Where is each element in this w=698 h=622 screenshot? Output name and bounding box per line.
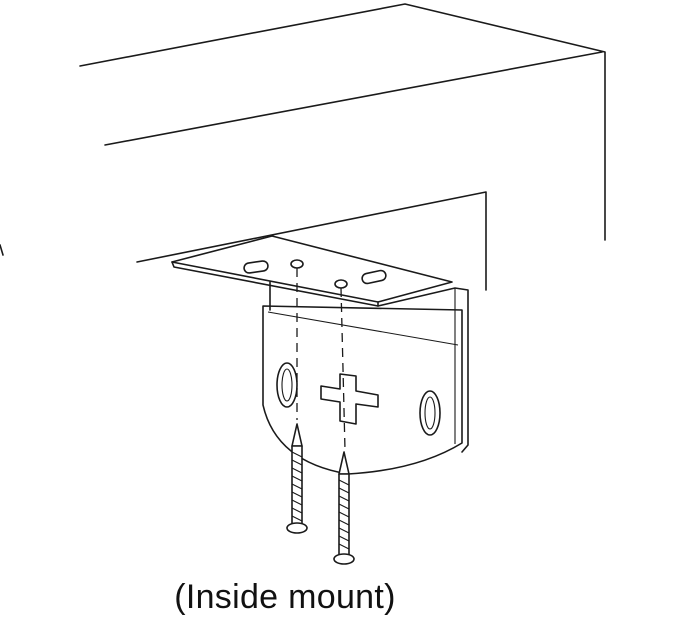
top-hole-left <box>290 259 304 269</box>
window-frame <box>0 3 606 291</box>
vertical-slot-right <box>419 390 441 436</box>
vertical-slot-left <box>276 362 298 408</box>
top-slot-left <box>243 260 269 274</box>
screw-right <box>333 451 355 565</box>
top-hole-right <box>334 279 348 289</box>
top-slot-right <box>361 269 387 285</box>
bracket-top-plate <box>171 235 453 303</box>
cross-hole <box>320 373 379 425</box>
mounting-bracket <box>171 235 469 475</box>
caption-inside-mount: (Inside mount) <box>0 578 698 617</box>
caption-text: (Inside mount) <box>174 578 396 616</box>
alignment-guides <box>296 268 346 451</box>
screw-left <box>286 423 308 534</box>
